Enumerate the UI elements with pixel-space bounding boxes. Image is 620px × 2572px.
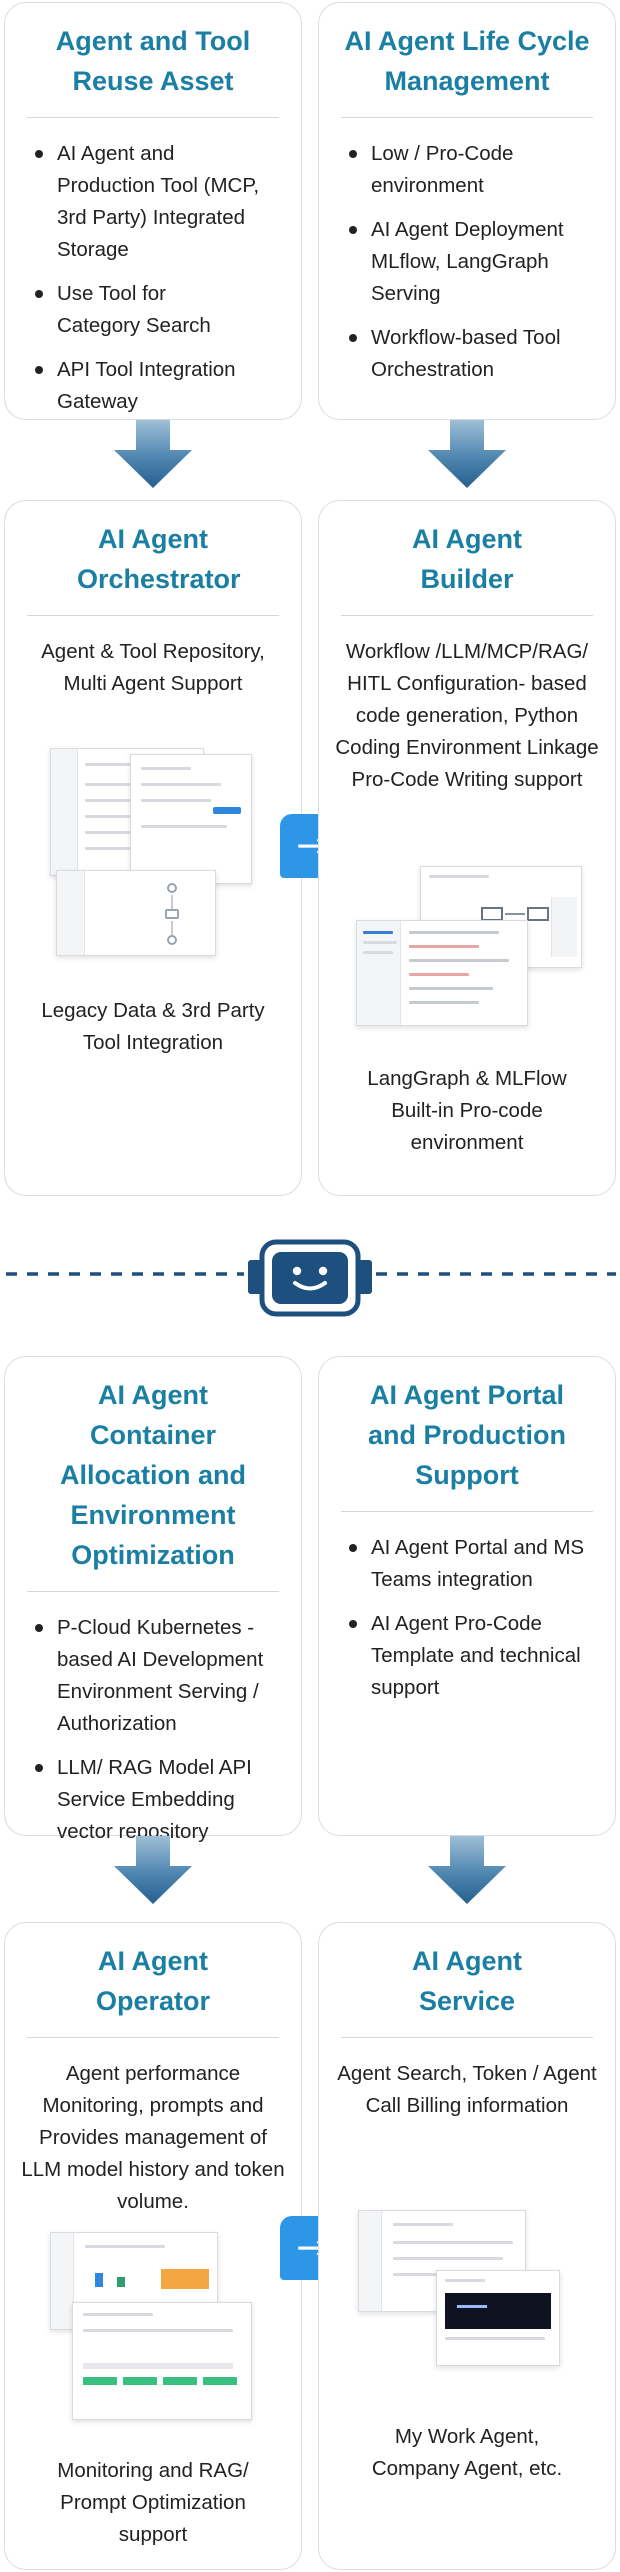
card-title: AI Agent Orchestrator	[27, 519, 279, 616]
card-title: AI Agent Portal and Production Support	[341, 1375, 593, 1512]
list-item: Use Tool for Category Search	[29, 278, 277, 342]
card-description: My Work Agent, Company Agent, etc.	[371, 2425, 563, 2480]
list-item: AI Agent Portal and MS Teams integration	[343, 1532, 591, 1596]
card-portal: AI Agent Portal and Production Support A…	[318, 1356, 616, 1836]
card-description: Agent & Tool Repository, Multi Agent Sup…	[41, 640, 265, 695]
card-description: Legacy Data & 3rd Party Tool Integration	[41, 999, 265, 1054]
orchestrator-screenshot	[130, 754, 252, 884]
bullet-list: AI Agent and Production Tool (MCP, 3rd P…	[23, 138, 283, 418]
orchestrator-screenshot	[56, 870, 216, 956]
card-description: Monitoring and RAG/ Prompt Optimization …	[57, 2459, 249, 2546]
card-title: AI Agent Container Allocation and Enviro…	[27, 1375, 279, 1592]
card-description: Workflow /LLM/MCP/RAG/ HITL Configuratio…	[335, 640, 599, 791]
bullet-list: Low / Pro-Code environment AI Agent Depl…	[337, 138, 597, 386]
down-arrow-icon	[428, 420, 506, 488]
bullet-list: AI Agent Portal and MS Teams integration…	[337, 1532, 597, 1704]
list-item: P-Cloud Kubernetes -based AI Development…	[29, 1612, 277, 1740]
down-arrow-icon	[428, 1836, 506, 1904]
service-screenshot	[436, 2270, 560, 2366]
list-item: API Tool Integration Gateway	[29, 354, 277, 418]
down-arrow-icon	[114, 1836, 192, 1904]
card-builder: AI Agent Builder Workflow /LLM/MCP/RAG/ …	[318, 500, 616, 1196]
list-item: Workflow-based Tool Orchestration	[343, 322, 591, 386]
list-item: LLM/ RAG Model API Service Embedding vec…	[29, 1752, 277, 1848]
list-item: AI Agent and Production Tool (MCP, 3rd P…	[29, 138, 277, 266]
robot-icon	[248, 1239, 372, 1317]
list-item: AI Agent Deployment MLflow, LangGraph Se…	[343, 214, 591, 310]
list-item: AI Agent Pro-Code Template and technical…	[343, 1608, 591, 1704]
card-title: AI Agent Operator	[27, 1941, 279, 2038]
card-title: Agent and Tool Reuse Asset	[27, 21, 279, 118]
operator-screenshot	[72, 2302, 252, 2420]
card-description: LangGraph & MLFlow Built-in Pro-code env…	[367, 1067, 567, 1154]
down-arrow-icon	[114, 420, 192, 488]
divider	[6, 1272, 616, 1276]
card-reuse-asset: Agent and Tool Reuse Asset AI Agent and …	[4, 2, 302, 420]
card-description: Agent performance Monitoring, prompts an…	[21, 2062, 285, 2213]
card-title: AI Agent Builder	[341, 519, 593, 616]
card-title: AI Agent Life Cycle Management	[341, 21, 593, 118]
bullet-list: P-Cloud Kubernetes -based AI Development…	[23, 1612, 283, 1848]
card-lifecycle: AI Agent Life Cycle Management Low / Pro…	[318, 2, 616, 420]
card-description: Agent Search, Token / Agent Call Billing…	[337, 2062, 597, 2117]
card-container: AI Agent Container Allocation and Enviro…	[4, 1356, 302, 1843]
card-title: AI Agent Service	[341, 1941, 593, 2038]
list-item: Low / Pro-Code environment	[343, 138, 591, 202]
builder-screenshot	[356, 920, 528, 1026]
